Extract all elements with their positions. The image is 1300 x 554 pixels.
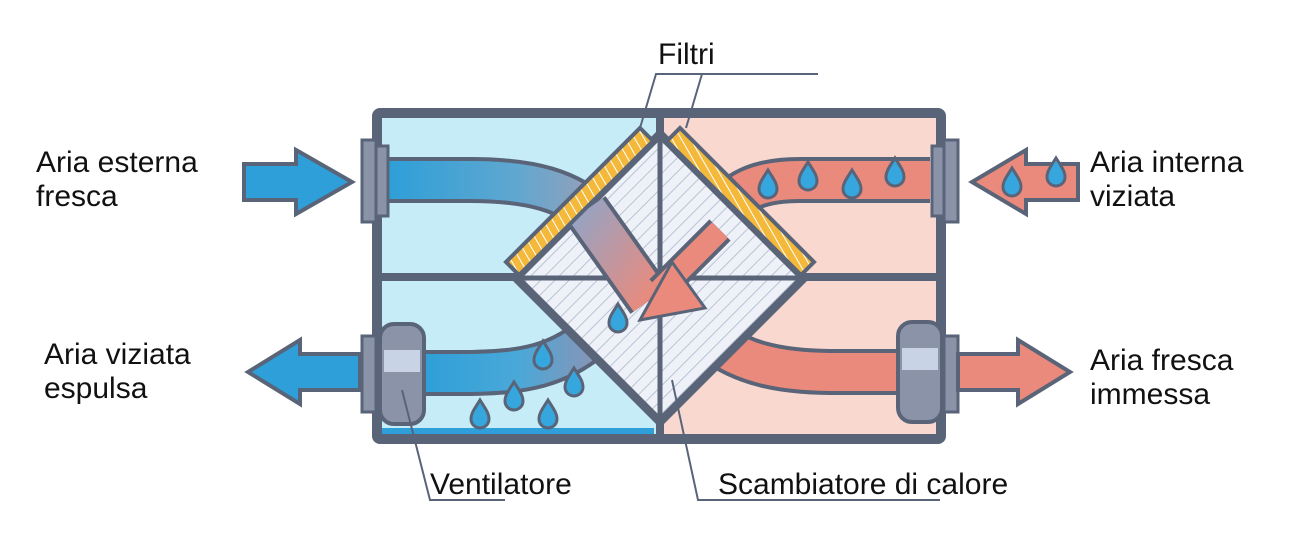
heat-exchanger-leader [671, 379, 940, 501]
label-fresh-outdoor-air: Aria esterna fresca [36, 146, 198, 214]
label-fresh-air-supplied-line2: immessa [1090, 378, 1211, 411]
leader-lines [401, 73, 940, 501]
label-stale-air-expelled-line1: Aria viziata [44, 338, 191, 371]
core-arrow-head [637, 259, 708, 323]
fan-left [378, 322, 426, 426]
filter-right [664, 125, 817, 278]
label-filters: Filtri [658, 38, 715, 71]
label-stale-indoor-air: Aria interna viziata [1090, 146, 1243, 214]
filter-left [503, 125, 656, 278]
filters-leader-right [685, 73, 703, 129]
fan-right [896, 320, 944, 424]
fan-leader [401, 389, 505, 501]
label-fresh-air-supplied: Aria fresca immessa [1090, 344, 1233, 412]
label-stale-indoor-air-line1: Aria interna [1090, 146, 1244, 179]
label-fresh-outdoor-air-line2: fresca [36, 180, 118, 213]
label-stale-indoor-air-line2: viziata [1090, 180, 1176, 213]
label-stale-air-expelled: Aria viziata espulsa [44, 338, 191, 406]
arrow-stale-expelled-out [244, 336, 362, 408]
arrow-fresh-supplied-out [956, 336, 1074, 408]
label-fan: Ventilatore [430, 468, 572, 501]
label-stale-air-expelled-line2: espulsa [44, 372, 148, 405]
arrow-fresh-outdoor-in [242, 146, 357, 218]
label-heat-exchanger: Scambiatore di calore [718, 468, 1009, 501]
label-fresh-air-supplied-line1: Aria fresca [1090, 344, 1234, 377]
label-fresh-outdoor-air-line1: Aria esterna [36, 146, 198, 179]
filters-leader [639, 73, 818, 129]
